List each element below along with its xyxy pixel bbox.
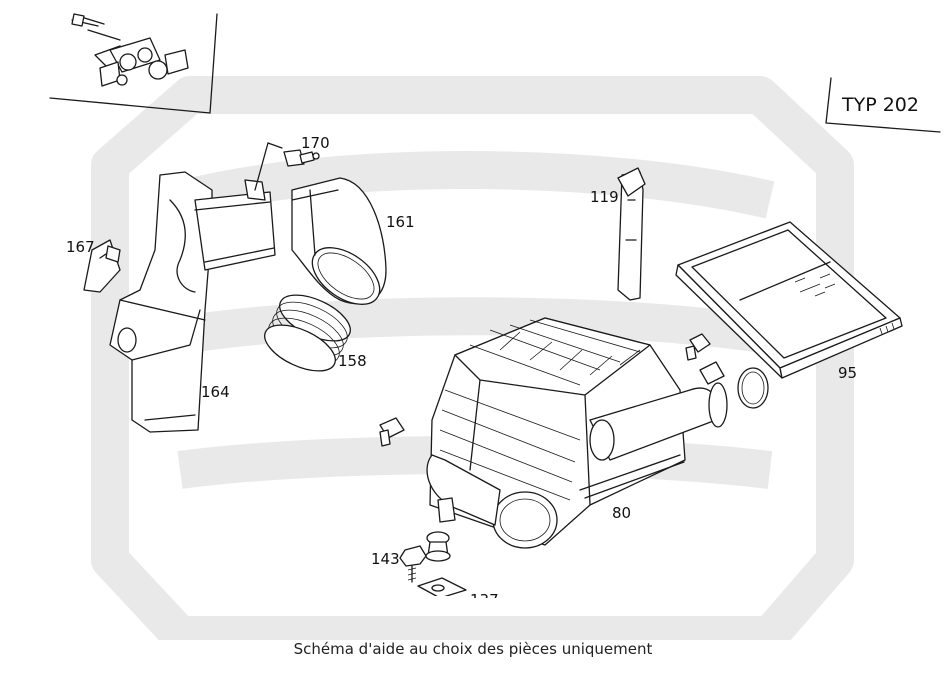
- label-part-119[interactable]: 119: [590, 188, 619, 206]
- label-part-137-clip: 137: [470, 591, 499, 609]
- part-161-intake-elbow: [291, 177, 387, 305]
- label-part-158[interactable]: 158: [338, 352, 367, 370]
- diagram-disclaimer-caption: Schéma d'aide au choix des pièces unique…: [293, 640, 653, 658]
- part-167-bracket: [83, 239, 121, 293]
- inset-detail-part: [71, 13, 189, 87]
- model-type-box: TYP 202: [825, 77, 941, 133]
- part-170-clip: [254, 142, 320, 191]
- part-119-strap: [617, 167, 646, 301]
- label-part-161[interactable]: 161: [386, 213, 415, 231]
- model-type-label: TYP 202: [841, 94, 919, 116]
- label-part-143[interactable]: 143: [371, 550, 400, 568]
- rubber-grommet: [425, 531, 451, 562]
- label-part-95[interactable]: 95: [838, 364, 857, 382]
- label-part-170[interactable]: 170: [301, 134, 330, 152]
- label-part-167[interactable]: 167: [66, 238, 95, 256]
- part-137-mount-plate: [410, 577, 510, 610]
- label-part-164[interactable]: 164: [201, 383, 230, 401]
- label-part-137[interactable]: 137: [470, 591, 499, 609]
- part-number-labels: 170 161 167 158 164 119 95 80 143 137: [66, 134, 857, 609]
- part-158-corrugated-hose: [264, 294, 351, 372]
- inset-detail-box: [49, 13, 218, 114]
- part-80-air-filter-housing: [426, 317, 728, 549]
- hose-clamps: [379, 333, 769, 447]
- exploded-parts-diagram: TYP 202: [49, 13, 941, 640]
- part-95-filter-element: [675, 221, 903, 379]
- part-143-screw: [399, 545, 427, 583]
- label-part-80[interactable]: 80: [612, 504, 631, 522]
- part-164-air-duct: [109, 171, 276, 433]
